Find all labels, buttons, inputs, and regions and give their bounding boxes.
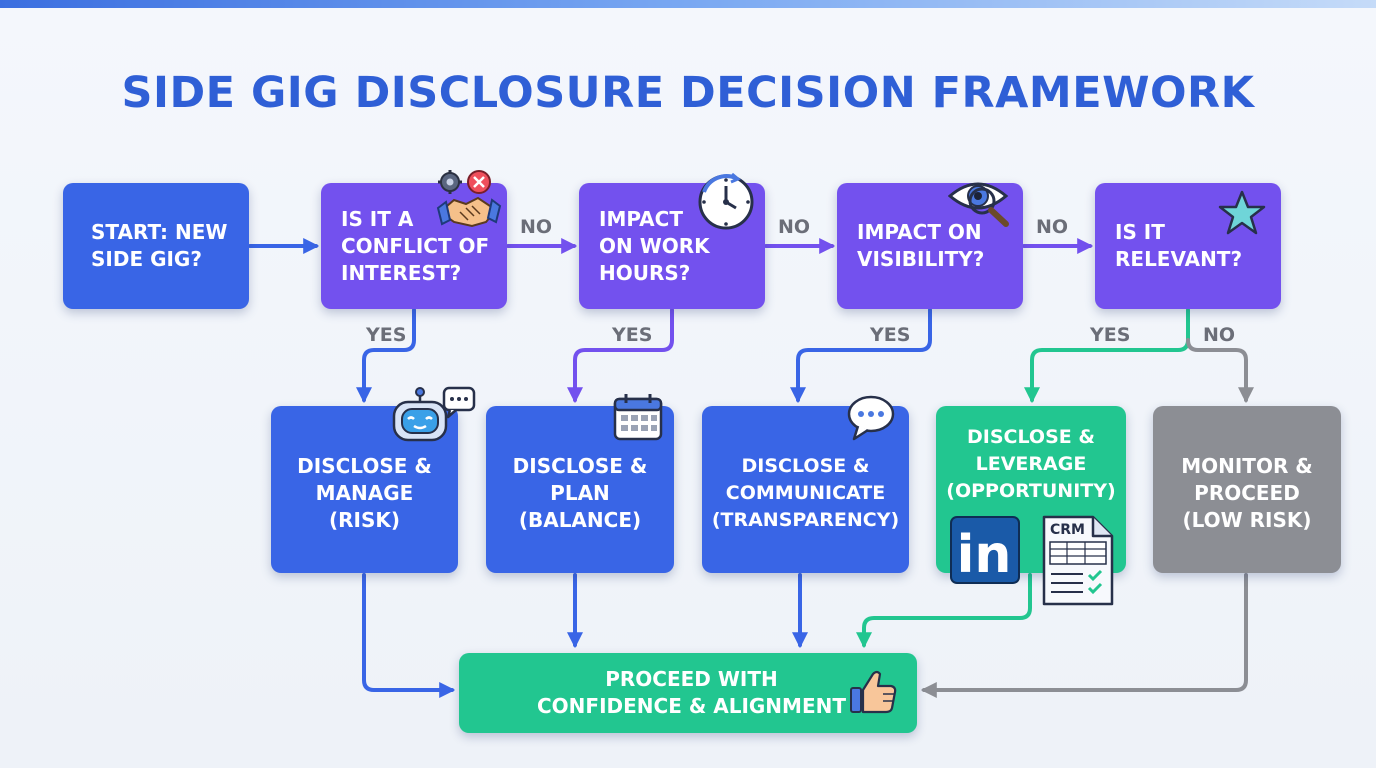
node-disclose-communicate: DISCLOSE & COMMUNICATE (TRANSPARENCY) [702, 406, 909, 573]
top-accent-bar [0, 0, 1376, 8]
node-monitor-label: MONITOR & PROCEED (LOW RISK) [1181, 454, 1313, 532]
error-icon [467, 170, 491, 194]
gear-icon [438, 170, 462, 194]
robot-icon [392, 386, 476, 442]
speech-bubble-icon [847, 395, 895, 441]
page-title: SIDE GIG DISCLOSURE DECISION FRAMEWORK [121, 68, 1255, 118]
calendar-icon [613, 394, 663, 441]
star-icon [1218, 190, 1266, 235]
arrow-monitor-to-proceed [920, 573, 1248, 698]
node-relevant-label: IS IT RELEVANT? [1115, 220, 1243, 271]
arrow-leverage-to-proceed [856, 573, 1032, 649]
crm-document-icon: CRM [1042, 515, 1114, 606]
node-relevant: IS IT RELEVANT? [1095, 183, 1281, 309]
linkedin-icon: in [950, 516, 1020, 584]
node-communicate-label: DISCLOSE & COMMUNICATE (TRANSPARENCY) [711, 455, 900, 531]
edge-label-yes: YES [1090, 324, 1131, 346]
arrow-work-hours-to-plan [567, 308, 674, 404]
thumbs-up-icon [850, 670, 897, 714]
edge-label-yes: YES [366, 324, 407, 346]
edge-label-no: NO [1036, 216, 1069, 238]
edge-label-yes: YES [612, 324, 653, 346]
node-conflict-label: IS IT A CONFLICT OF INTEREST? [341, 206, 490, 285]
linkedin-logo-text: in [957, 525, 1012, 584]
clock-icon [698, 172, 754, 230]
handshake-icon [436, 196, 502, 228]
node-start: START: NEW SIDE GIG? [63, 183, 249, 309]
chat-bubble-icon [442, 386, 476, 419]
node-leverage-label: DISCLOSE & LEVERAGE (OPPORTUNITY) [946, 426, 1116, 502]
eye-magnifier-icon [948, 182, 1009, 227]
edge-label-no: NO [520, 216, 553, 238]
arrow-manage-to-proceed [362, 573, 456, 698]
node-visibility-label: IMPACT ON VISIBILITY? [857, 220, 985, 271]
arrow-relevant-to-monitor [1186, 338, 1254, 404]
node-work-hours-label: IMPACT ON WORK HOURS? [599, 206, 710, 285]
edge-label-no: NO [778, 216, 811, 238]
edge-label-yes: YES [870, 324, 911, 346]
edge-label-no: NO [1203, 324, 1236, 346]
arrow-conflict-to-manage [356, 308, 416, 404]
node-proceed-with-confidence: PROCEED WITH CONFIDENCE & ALIGNMENT [459, 653, 917, 733]
handshake-icon-group [436, 170, 502, 228]
node-proceed-label: PROCEED WITH CONFIDENCE & ALIGNMENT [537, 667, 846, 718]
node-monitor-proceed: MONITOR & PROCEED (LOW RISK) [1153, 406, 1341, 573]
crm-label: CRM [1050, 522, 1085, 538]
node-plan-label: DISCLOSE & PLAN (BALANCE) [512, 454, 648, 532]
arrow-visibility-to-communicate [790, 308, 932, 404]
node-start-label: START: NEW SIDE GIG? [91, 220, 228, 271]
node-manage-label: DISCLOSE & MANAGE (RISK) [297, 454, 432, 532]
